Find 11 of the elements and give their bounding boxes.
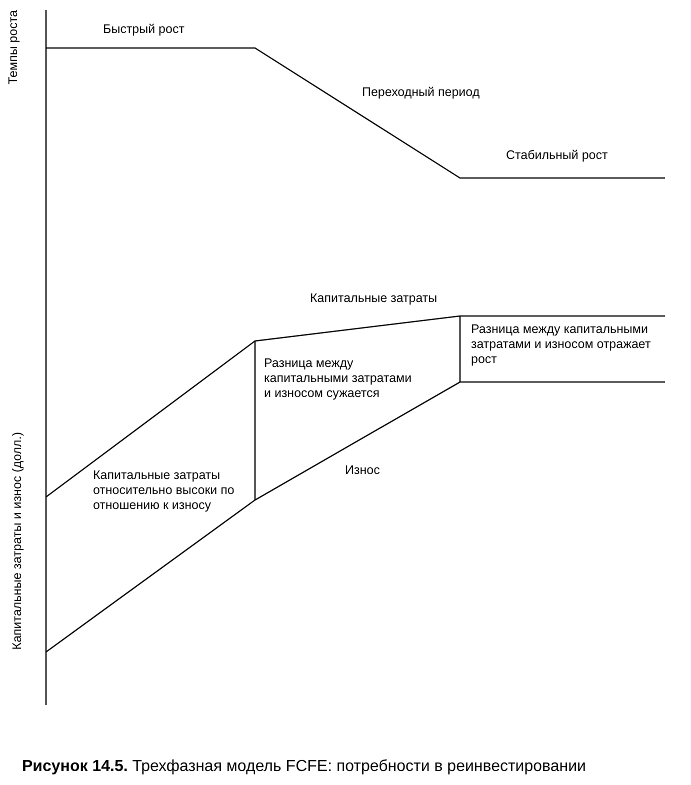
annotation: Капитальные затраты относительно высоки по отношению к износу	[93, 468, 236, 513]
phase-label: Переходный период	[362, 85, 480, 100]
annotation: Разница между капитальными затратами и износом сужается	[264, 356, 413, 401]
phase-label: Стабильный рост	[506, 148, 608, 163]
curve-label: Износ	[345, 463, 380, 478]
annotation: Разница между капитальными затратами и износом отражает рост	[471, 322, 652, 367]
axis-title: Капитальные затраты и износ (долл.)	[10, 432, 25, 650]
figure-caption: Рисунок 14.5. Трехфазная модель FCFE: потребности в реинвестировании	[22, 758, 586, 776]
phase-label: Быстрый рост	[103, 22, 184, 37]
curve-label: Капитальные затраты	[310, 291, 438, 306]
axis-title: Темпы роста	[6, 10, 21, 84]
